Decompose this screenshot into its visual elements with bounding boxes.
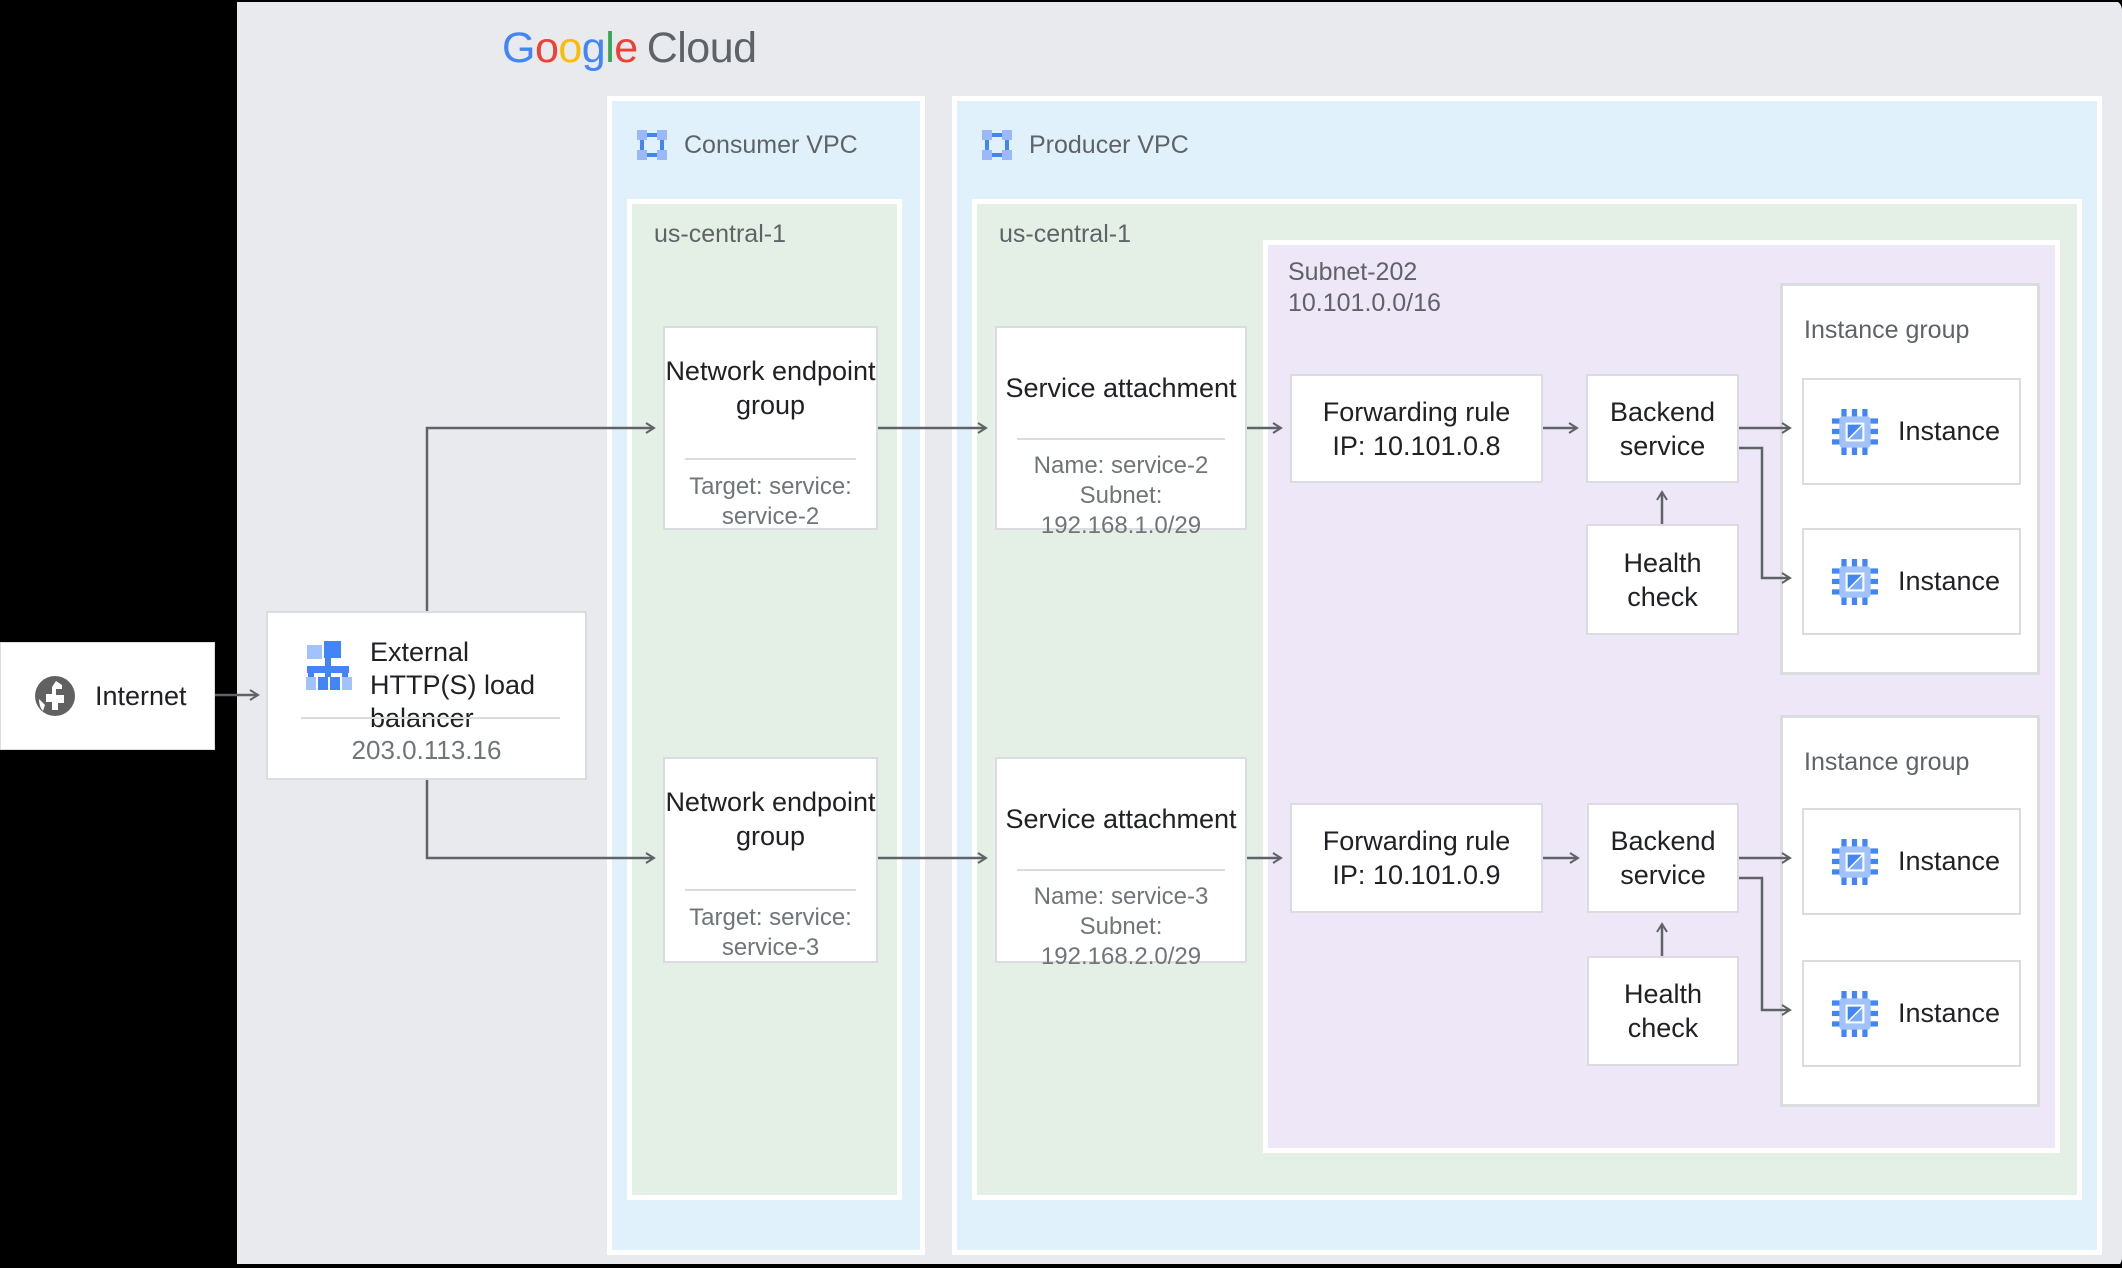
divider (685, 458, 856, 460)
forwarding-rule-2: Forwarding rule IP: 10.101.0.9 (1290, 803, 1543, 913)
health-check-label: Health check (1623, 979, 1703, 1043)
instance-label: Instance (1898, 998, 2001, 1028)
logo-letter: o (534, 24, 559, 72)
logo-letter: l (605, 24, 615, 72)
neg-title: Network endpoint group (665, 356, 876, 420)
service-attachment-detail: Name: service-3 Subnet: 192.168.2.0/29 (997, 882, 1245, 972)
neg-detail: Target: service: service-2 (689, 473, 852, 530)
logo-cloud-text: Cloud (646, 24, 757, 72)
instance-node: Instance (1802, 378, 2021, 485)
network-endpoint-group-2: Network endpoint group Target: service: … (663, 757, 878, 963)
divider (301, 717, 560, 719)
load-balancer-header: External HTTP(S) load balancer (300, 636, 580, 735)
neg-title: Network endpoint group (665, 787, 876, 851)
internet-label: Internet (95, 680, 187, 711)
vpc-network-icon (982, 130, 1012, 160)
load-balancer-ip: 203.0.113.16 (351, 735, 502, 765)
divider (1017, 438, 1225, 440)
instance-node: Instance (1802, 960, 2021, 1067)
service-attachment-cidr: 192.168.2.0/29 (1040, 943, 1202, 970)
globe-icon (35, 676, 75, 716)
service-attachment-subnet-label: Subnet: (1079, 913, 1163, 940)
consumer-vpc-label: Consumer VPC (684, 130, 858, 159)
compute-instance-icon (1832, 838, 1878, 885)
service-attachment-title: Service attachment (1005, 804, 1237, 834)
network-endpoint-group-1: Network endpoint group Target: service: … (663, 326, 878, 530)
load-balancer-icon (306, 641, 352, 690)
divider (685, 889, 856, 891)
service-attachment-name: Name: service-2 (1033, 452, 1209, 479)
instance-label: Instance (1898, 846, 2001, 876)
neg-detail: Target: service: service-3 (689, 904, 852, 961)
instance-group-label: Instance group (1804, 748, 1970, 776)
backend-service-label: Backend service (1610, 826, 1716, 890)
compute-instance-icon (1832, 990, 1878, 1037)
subnet-name: Subnet-202 (1288, 258, 1418, 286)
load-balancer-title: External HTTP(S) load balancer (370, 637, 536, 733)
backend-service-2: Backend service (1587, 803, 1739, 913)
health-check-label: Health check (1623, 547, 1702, 612)
logo-letter: e (614, 24, 638, 72)
producer-region-label: us-central-1 (999, 220, 1131, 248)
consumer-region-label: us-central-1 (654, 220, 786, 248)
health-check-1: Health check (1586, 524, 1739, 635)
service-attachment-2: Service attachment Name: service-3 Subne… (995, 757, 1247, 970)
logo-letter: G (502, 24, 535, 72)
consumer-vpc-header: Consumer VPC (634, 127, 858, 163)
service-attachment-title: Service attachment (1005, 373, 1237, 403)
backend-service-1: Backend service (1586, 374, 1739, 483)
backend-service-label: Backend service (1609, 396, 1716, 461)
subnet-cidr: 10.101.0.0/16 (1288, 289, 1441, 317)
logo-letter: o (558, 24, 582, 72)
vpc-network-icon (637, 130, 667, 160)
instance-node: Instance (1802, 528, 2021, 635)
forwarding-rule-title: Forwarding rule (1322, 396, 1511, 427)
compute-instance-icon (1832, 408, 1878, 455)
producer-vpc-header: Producer VPC (979, 127, 1189, 163)
service-attachment-name: Name: service-3 (1033, 883, 1209, 910)
forwarding-rule-ip: IP: 10.101.0.8 (1332, 430, 1501, 461)
instance-label: Instance (1898, 566, 2001, 596)
load-balancer-node: External HTTP(S) load balancer 203.0.113… (266, 611, 587, 780)
service-attachment-detail: Name: service-2 Subnet: 192.168.1.0/29 (997, 451, 1245, 541)
forwarding-rule-1: Forwarding rule IP: 10.101.0.8 (1290, 374, 1543, 483)
instance-group-1: Instance group Instance (1780, 283, 2040, 675)
service-attachment-cidr: 192.168.1.0/29 (1040, 512, 1202, 539)
producer-vpc-label: Producer VPC (1029, 130, 1189, 159)
forwarding-rule-ip: IP: 10.101.0.9 (1332, 860, 1501, 890)
health-check-2: Health check (1587, 956, 1739, 1066)
internet-node: Internet (0, 642, 215, 750)
logo-letter: g (581, 24, 606, 72)
forwarding-rule-title: Forwarding rule (1322, 826, 1511, 856)
subnet-label: Subnet-202 10.101.0.0/16 (1288, 257, 1441, 319)
instance-group-2: Instance group Instance (1780, 715, 2040, 1107)
instance-node: Instance (1802, 808, 2021, 915)
compute-instance-icon (1832, 558, 1878, 605)
instance-group-label: Instance group (1804, 316, 1970, 344)
instance-label: Instance (1898, 416, 2001, 446)
divider (1017, 869, 1225, 871)
service-attachment-1: Service attachment Name: service-2 Subne… (995, 326, 1247, 539)
service-attachment-subnet-label: Subnet: (1079, 482, 1163, 509)
